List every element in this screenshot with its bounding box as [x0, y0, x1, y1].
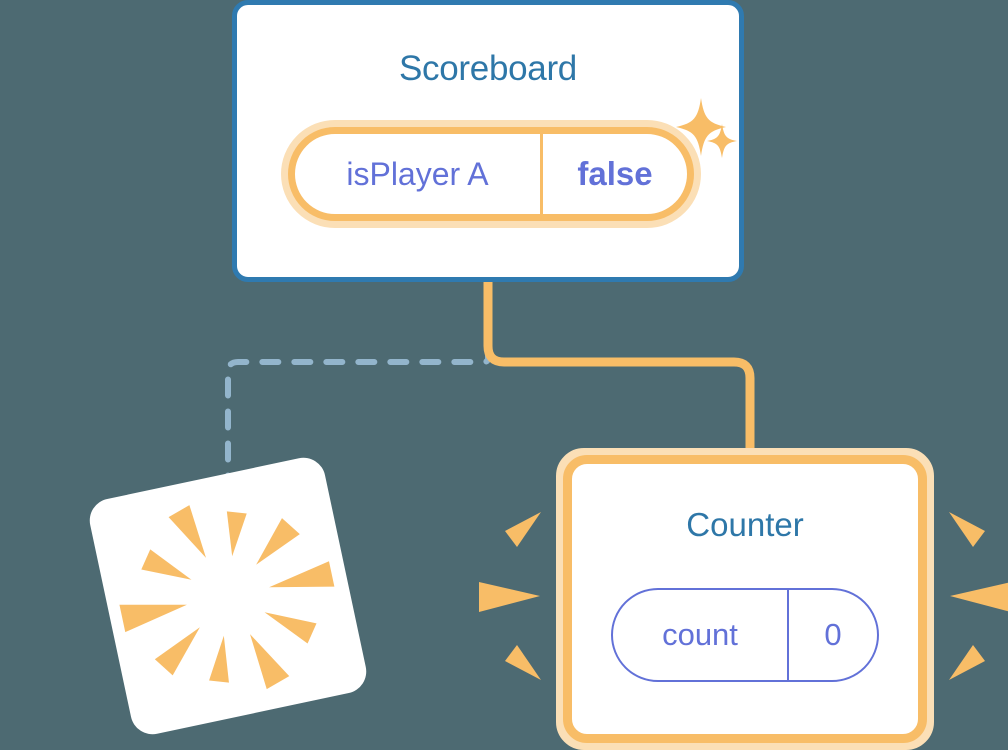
- burst-ray-right-top: [949, 512, 985, 547]
- counter-title: Counter: [686, 506, 804, 543]
- sparkle-large-icon: [676, 98, 726, 156]
- burst-ray-left-top: [505, 512, 541, 547]
- scoreboard-card[interactable]: Scoreboard isPlayer A false: [232, 0, 744, 282]
- scoreboard-title: Scoreboard: [399, 49, 577, 88]
- scoreboard-pill-key: isPlayer A: [346, 155, 489, 192]
- burst-ray-left-middle: [479, 582, 540, 612]
- burst-ray-right-middle: [950, 582, 1008, 612]
- connector-solid-scoreboard-to-counter: [483, 282, 755, 470]
- counter-pill-key: count: [662, 617, 738, 652]
- scoreboard-pill-divider: [540, 134, 543, 214]
- burst-ray-left-bottom: [505, 645, 541, 680]
- counter-pill-value: 0: [824, 617, 842, 652]
- counter-pill-divider: [787, 590, 789, 680]
- scoreboard-pill-value: false: [577, 155, 653, 192]
- sparkle-small-icon: [707, 124, 737, 158]
- burst-ray-right-bottom: [949, 645, 985, 680]
- scoreboard-state-pill[interactable]: isPlayer A false: [281, 120, 701, 228]
- counter-state-pill[interactable]: count 0: [611, 588, 879, 682]
- burst-rays-rotated-card: [119, 505, 335, 690]
- rotated-card[interactable]: [86, 454, 371, 739]
- counter-card[interactable]: Counter count 0: [556, 448, 934, 750]
